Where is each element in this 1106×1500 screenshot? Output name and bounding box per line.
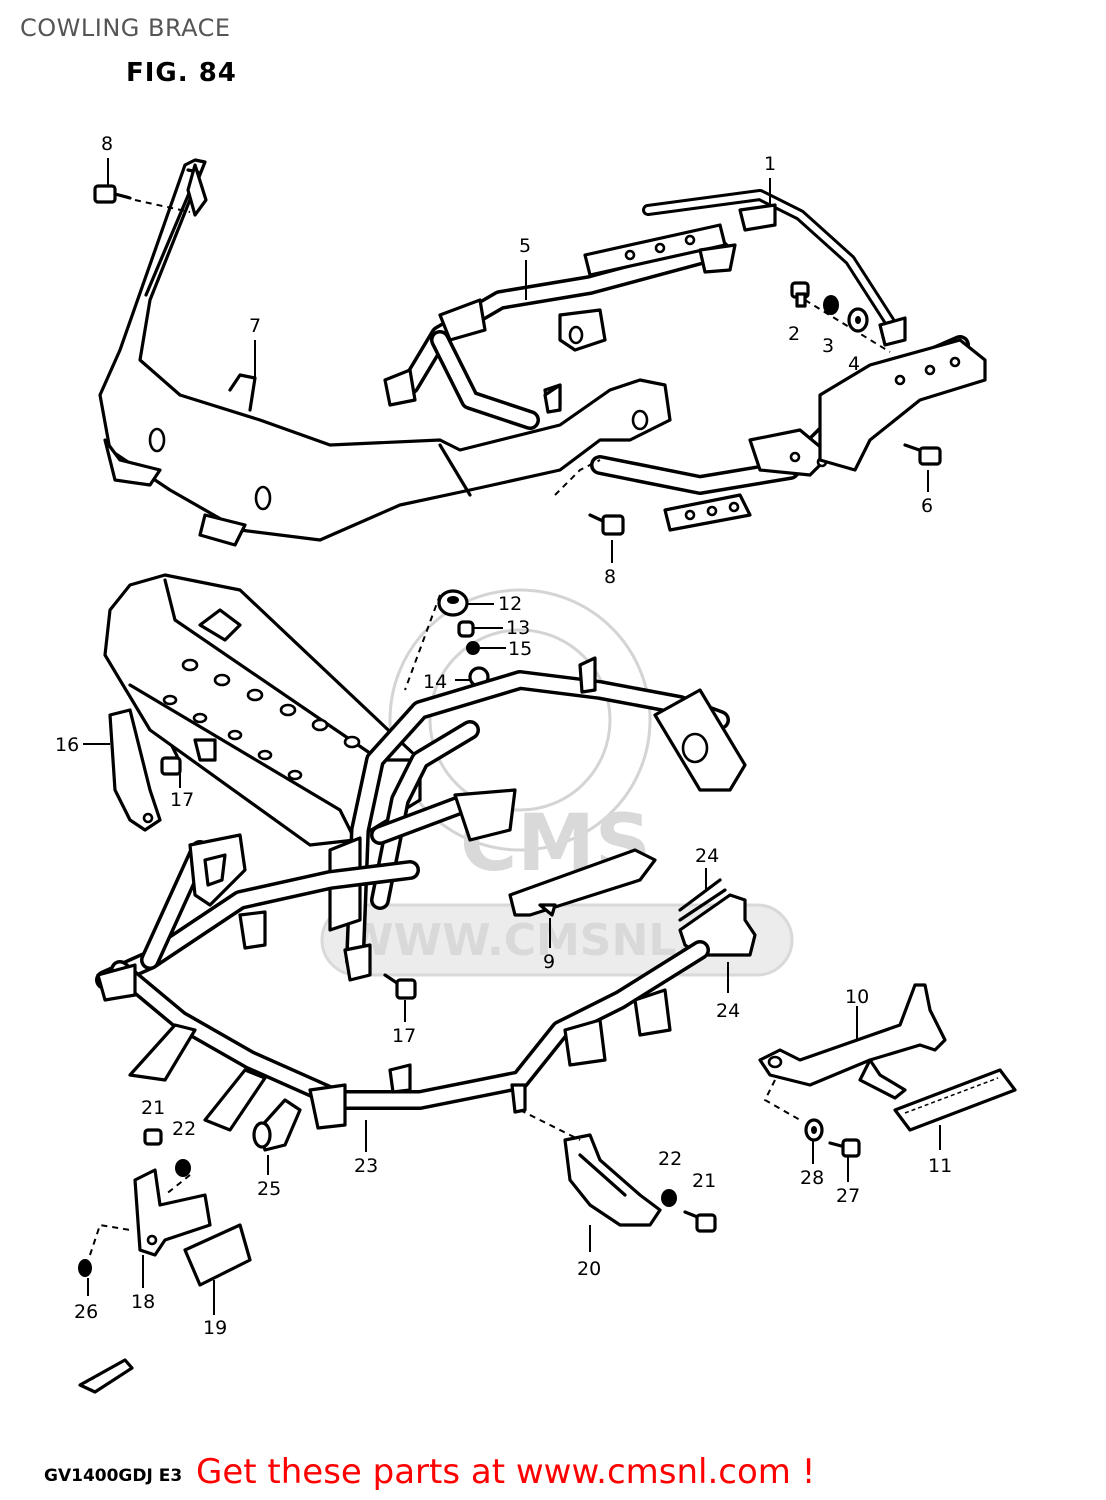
part-15-washer[interactable] — [466, 641, 480, 655]
callout-24-lower: 24 — [716, 1000, 740, 1022]
part-bracket-assembly[interactable] — [103, 573, 422, 847]
callout-25: 25 — [257, 1178, 281, 1200]
part-13-collar[interactable] — [457, 620, 475, 638]
part-12-rubber-mount[interactable] — [437, 589, 469, 617]
figure-label: FIG. 84 — [126, 58, 237, 88]
part-11-reflector[interactable] — [893, 1068, 1017, 1132]
callout-17-lower: 17 — [392, 1025, 416, 1047]
callout-15: 15 — [508, 638, 532, 660]
callout-26: 26 — [74, 1301, 98, 1323]
part-16-side-plate[interactable] — [108, 708, 162, 832]
callout-12: 12 — [498, 593, 522, 615]
part-20-footrest-bracket[interactable] — [563, 1133, 662, 1227]
part-27-bolt[interactable] — [828, 1138, 861, 1158]
callout-18: 18 — [131, 1291, 155, 1313]
part-7-cowling-brace-bar[interactable] — [98, 158, 672, 547]
part-lower-tab-middle[interactable] — [203, 1068, 267, 1132]
callout-5: 5 — [519, 235, 531, 257]
part-9-bracket[interactable] — [508, 848, 657, 917]
callout-3: 3 — [822, 335, 834, 357]
part-18-clamp[interactable] — [133, 1168, 212, 1257]
callout-19: 19 — [203, 1317, 227, 1339]
callout-7: 7 — [249, 315, 261, 337]
part-22-washer-left[interactable] — [175, 1159, 191, 1177]
callout-10: 10 — [845, 986, 869, 1008]
callout-17: 17 — [170, 789, 194, 811]
callout-8-lower: 8 — [604, 566, 616, 588]
callout-21-right: 21 — [692, 1170, 716, 1192]
callout-14: 14 — [423, 671, 447, 693]
part-23-lower-frame[interactable] — [95, 833, 710, 1130]
part-1-brace-rod[interactable] — [642, 189, 907, 347]
callout-labels: 8 1 5 7 2 3 4 6 8 12 13 15 14 16 17 24 9… — [55, 133, 952, 1339]
callout-4: 4 — [848, 353, 860, 375]
callout-2: 2 — [788, 323, 800, 345]
part-21-bolt-right[interactable] — [683, 1210, 717, 1233]
part-21-bolt-left[interactable] — [143, 1128, 163, 1146]
callout-9: 9 — [543, 951, 555, 973]
watermark-url: WWW.CMSNL.C — [345, 915, 725, 966]
part-3-lock-washer[interactable] — [823, 295, 839, 315]
part-22-washer-right[interactable] — [661, 1189, 677, 1207]
callout-23: 23 — [354, 1155, 378, 1177]
part-8-bolt-lower[interactable] — [588, 513, 625, 536]
callout-24: 24 — [695, 845, 719, 867]
part-26-screw[interactable] — [78, 1259, 92, 1277]
part-4-nut[interactable] — [847, 307, 869, 333]
part-main-frame-upper[interactable] — [328, 656, 747, 982]
part-25-collar[interactable] — [252, 1098, 302, 1152]
part-5-upper-subframe[interactable] — [383, 223, 987, 532]
part-10-bracket[interactable] — [758, 983, 947, 1100]
page-header: COWLING BRACE — [20, 14, 231, 42]
part-19-clamp[interactable] — [183, 1223, 252, 1287]
part-17-bolt-lower[interactable] — [383, 973, 417, 1000]
part-17-bolt-left[interactable] — [160, 744, 182, 776]
callout-16: 16 — [55, 734, 79, 756]
part-lower-tab-left[interactable] — [128, 1023, 197, 1082]
callout-13: 13 — [506, 617, 530, 639]
callout-1: 1 — [764, 153, 776, 175]
callout-20: 20 — [577, 1258, 601, 1280]
callout-8: 8 — [101, 133, 113, 155]
footer-link[interactable]: Get these parts at www.cmsnl.com ! — [196, 1452, 816, 1492]
callout-21: 21 — [141, 1097, 165, 1119]
part-28-washer[interactable] — [804, 1118, 824, 1142]
callout-28: 28 — [800, 1167, 824, 1189]
part-6-bolt[interactable] — [903, 443, 942, 466]
callout-22-right: 22 — [658, 1148, 682, 1170]
model-code: GV1400GDJ E3 — [44, 1466, 183, 1486]
callout-11: 11 — [928, 1155, 952, 1177]
part-2-bolt[interactable] — [790, 281, 810, 308]
callout-27: 27 — [836, 1185, 860, 1207]
front-arrow-icon — [78, 1358, 134, 1394]
callout-6: 6 — [921, 495, 933, 517]
callout-22: 22 — [172, 1118, 196, 1140]
part-8-bolt-upper[interactable] — [93, 184, 132, 204]
leader-lines — [83, 158, 941, 1315]
